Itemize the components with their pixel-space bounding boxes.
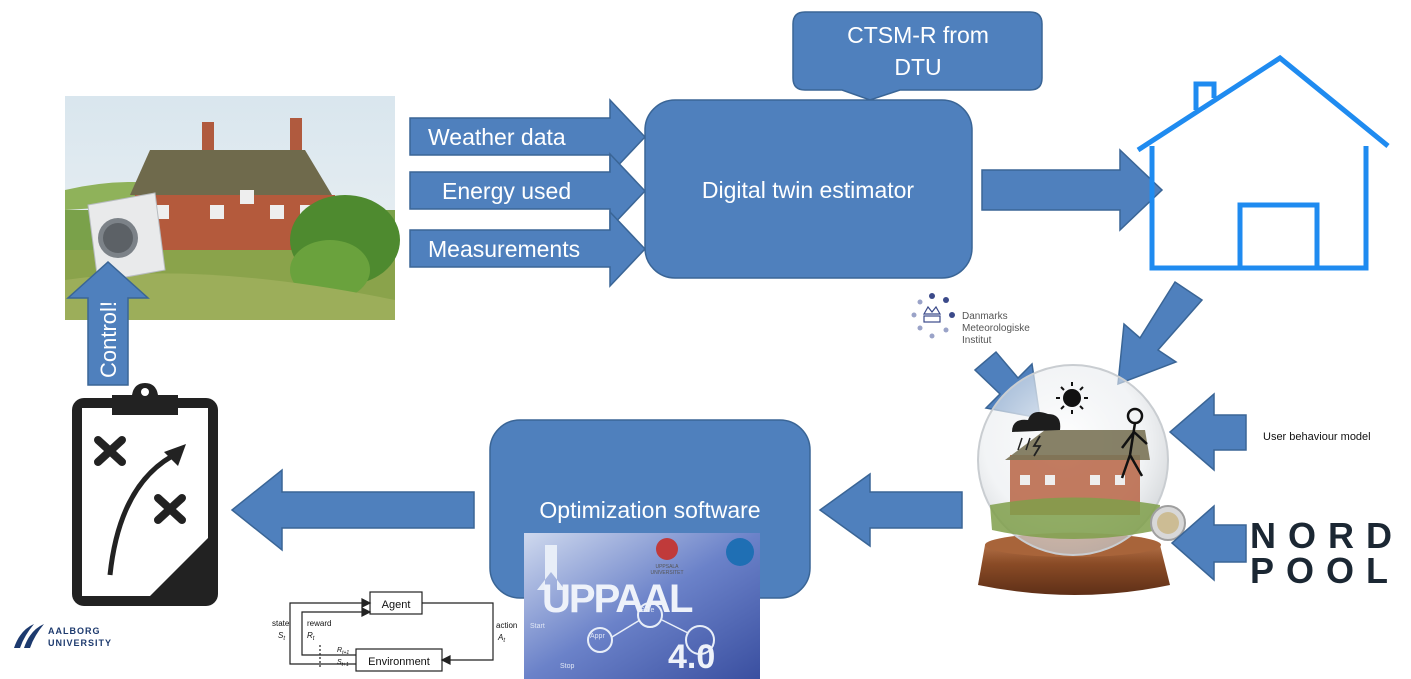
crystal-globe	[977, 364, 1186, 595]
uppaal-loc3: Safe	[640, 607, 655, 614]
rl-reward-next-symbol: Rt+1	[337, 647, 349, 656]
house-to-globe-arrow	[1117, 280, 1204, 386]
nordpool-to-globe-arrow	[1170, 504, 1247, 582]
measurements-arrow	[409, 210, 647, 288]
rl-environment-label: Environment	[368, 656, 430, 668]
rl-diagram	[289, 591, 494, 672]
control-label: Control!	[96, 301, 121, 378]
rl-agent-label: Agent	[382, 599, 411, 611]
nordpool-line2: POOL	[1250, 550, 1400, 591]
dmi-line1: Danmarks	[962, 311, 1008, 322]
rl-reward-symbol: Rt	[307, 631, 315, 642]
optimizer-to-clipboard-arrow	[230, 468, 475, 552]
rl-action-label: action	[496, 621, 517, 630]
aalborg-logo-icon	[14, 624, 44, 648]
energy-used-arrow	[409, 152, 647, 230]
uppaal-title: UPPAAL	[542, 577, 693, 621]
user-behaviour-label: User behaviour model	[1263, 431, 1371, 443]
uppaal-loc1: Start	[530, 623, 545, 630]
nordpool-line1: NORD	[1250, 515, 1404, 556]
input-measurements-label: Measurements	[428, 236, 580, 262]
uppaal-univ1: UPPSALA	[655, 564, 679, 570]
uppaal-univ2: UNIVERSITET	[650, 570, 683, 576]
ctsmr-line2: DTU	[894, 54, 941, 80]
aalborg-line1: AALBORG	[48, 626, 101, 636]
estimator-block	[644, 99, 973, 279]
ctsmr-callout	[792, 11, 1043, 101]
uppaal-loc4: Stop	[560, 663, 575, 670]
input-weather-label: Weather data	[428, 124, 566, 150]
user-to-globe-arrow	[1168, 392, 1247, 472]
clipboard-icon	[72, 383, 218, 606]
estimator-to-house-arrow	[981, 148, 1164, 232]
rl-reward-label: reward	[307, 619, 331, 628]
rl-state-symbol: St	[278, 631, 285, 642]
dmi-line2: Meteorologiske	[962, 323, 1030, 334]
dmi-line3: Institut	[962, 335, 992, 346]
uppaal-loc2: Appr	[590, 633, 605, 640]
control-arrow	[66, 260, 150, 386]
rl-state-label: state	[272, 619, 290, 628]
globe-to-optimizer-arrow	[818, 472, 963, 548]
estimator-label: Digital twin estimator	[702, 177, 915, 203]
input-energy-label: Energy used	[442, 178, 571, 204]
stick-figure-icon	[1120, 407, 1148, 479]
aalborg-line2: UNIVERSITY	[48, 638, 112, 648]
weather-data-arrow	[409, 98, 647, 176]
house-outline-icon	[1136, 54, 1390, 271]
uppaal-version: 4.0	[668, 638, 715, 676]
rl-state-next-symbol: St+1	[337, 659, 349, 668]
house-photo	[65, 96, 400, 320]
dmi-logo	[911, 293, 955, 339]
optimizer-label: Optimization software	[539, 497, 760, 523]
uppaal-logo	[524, 533, 760, 679]
ctsmr-line1: CTSM-R from	[847, 22, 989, 48]
rl-action-symbol: At	[497, 633, 505, 644]
